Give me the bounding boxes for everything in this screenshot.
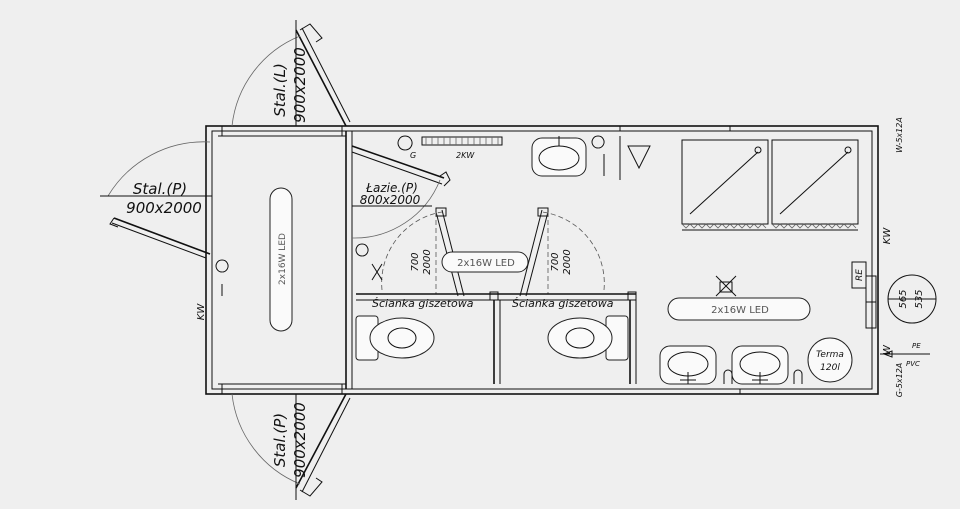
door-left: Stal.(P) 900x2000 [100, 141, 212, 259]
washroom-led: 2x16W LED [667, 275, 811, 321]
toilet-bowl-right [547, 315, 629, 361]
toilets-led: 2x16W LED [441, 251, 529, 273]
partition-left-label: Ścianka giszetowa [372, 297, 474, 310]
pvc-label: PVC [906, 360, 920, 368]
g-symbol: G [410, 151, 416, 160]
toilet-doors: 700 2000 700 2000 [355, 207, 605, 297]
door-top: Stal.(L) 900x2000 [231, 20, 351, 127]
re-label: RE [855, 269, 865, 281]
door-top-size: 900x2000 [291, 47, 309, 123]
kw-right-label: KW [882, 227, 893, 245]
w-right-label: W [882, 344, 893, 355]
kw-left-label: KW [196, 303, 207, 321]
boiler: Terma 120l [807, 337, 853, 383]
toilet-door-1-width: 700 [410, 252, 421, 271]
toilet-bowl-left [355, 315, 435, 361]
toilet-door-2-height: 2000 [562, 249, 573, 274]
pe-label: PE [912, 342, 921, 350]
top-right-vertical-label: W-5x12A [895, 117, 904, 153]
boiler-label: Terma [816, 350, 844, 360]
heater-strip: 2KW [421, 136, 503, 160]
toilet-door-1-height: 2000 [422, 249, 433, 274]
door-bottom-label: Stal.(P) [271, 413, 289, 467]
toilet-partitions: Ścianka giszetowa Ścianka giszetowa [356, 291, 637, 384]
door-bottom: Stal.(P) 900x2000 [231, 393, 351, 500]
bottom-right-vertical-label: G-5x12A [895, 363, 904, 398]
boiler-capacity: 120l [820, 363, 840, 373]
toilet-door-2-width: 700 [550, 252, 561, 271]
door-left-label: Stal.(P) [133, 180, 187, 198]
right-electrical: RE KW W W-5x12A G-5x12A 565 535 PE PVC [851, 117, 937, 398]
lower-sinks [659, 345, 803, 385]
dim-565: 565 [898, 289, 909, 308]
entry-room: 2x16W LED KW [196, 131, 353, 389]
entry-led-lamp [269, 187, 293, 332]
washroom-led-label: 2x16W LED [711, 305, 769, 316]
partition-right-label: Ścianka giszetowa [512, 297, 614, 310]
door-left-size: 900x2000 [126, 199, 202, 217]
dim-535: 535 [914, 289, 925, 308]
door-bathroom-label: Łazie.(P) [365, 181, 418, 195]
entry-led-label: 2x16W LED [278, 233, 288, 285]
outer-walls [205, 125, 879, 395]
upper-sink [531, 135, 651, 180]
door-bathroom-size: 800x2000 [360, 193, 421, 207]
door-top-label: Stal.(L) [271, 63, 289, 117]
shower-cabins [681, 139, 859, 231]
kw-top-label: 2KW [456, 151, 475, 160]
door-bottom-size: 900x2000 [291, 402, 309, 478]
door-bathroom: Łazie.(P) 800x2000 G [351, 135, 451, 239]
toilets-led-label: 2x16W LED [457, 258, 515, 269]
